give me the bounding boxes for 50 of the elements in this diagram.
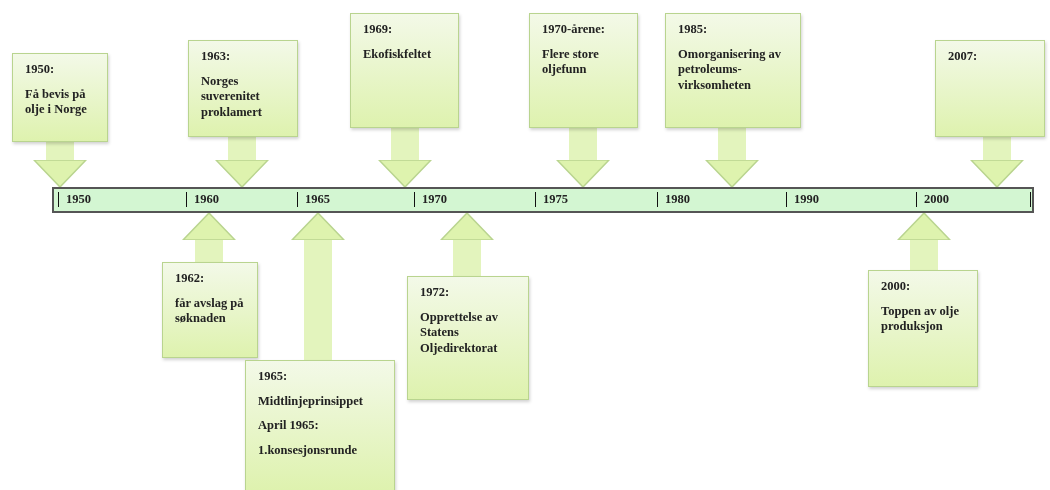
block-arrow — [556, 128, 610, 188]
block-arrow — [970, 137, 1024, 188]
callout-box — [12, 53, 108, 142]
callout-box — [350, 13, 459, 128]
year-heading: 1972: — [420, 285, 451, 301]
tick-label: 1990 — [786, 192, 819, 207]
block-arrow — [33, 142, 87, 188]
year-heading: 1950: — [25, 62, 56, 78]
timeline-bar — [52, 187, 1034, 213]
block-arrow — [897, 212, 951, 270]
tick-label: 1960 — [186, 192, 219, 207]
callout-box — [665, 13, 801, 128]
event-text: Toppen av olje produksjon — [881, 303, 961, 335]
tick-label: 1965 — [297, 192, 330, 207]
callout-box — [162, 262, 258, 358]
block-arrow — [705, 128, 759, 188]
event-text: Omorganisering av petroleums-virksomheten — [678, 46, 783, 94]
callout-box — [407, 276, 529, 400]
event-text: Opprettelse av Statens Oljedirektorat — [420, 309, 499, 357]
callout-box — [245, 360, 395, 490]
tick-label: 1970 — [414, 192, 447, 207]
block-arrow — [182, 212, 236, 262]
event-text: får avslag på søknaden — [175, 295, 245, 327]
year-heading: 2007: — [948, 49, 979, 65]
year-heading: 1970-årene: — [542, 22, 606, 38]
event-text: Norges suverenitet proklamert — [201, 73, 263, 121]
year-heading: 1965: — [258, 369, 289, 385]
year-heading: 1963: — [201, 49, 232, 65]
year-heading: 1985: — [678, 22, 709, 38]
block-arrow — [440, 212, 494, 276]
callout-box — [188, 40, 298, 137]
event-text: Flere store oljefunn — [542, 46, 600, 78]
year-heading: 2000: — [881, 279, 912, 295]
block-arrow — [291, 212, 345, 360]
event-text: Få bevis på olje i Norge — [25, 86, 88, 118]
year-heading: 1969: — [363, 22, 394, 38]
tick-label: 2000 — [916, 192, 949, 207]
tick-label: 1975 — [535, 192, 568, 207]
event-text: Midtlinjeprinsippet — [258, 393, 364, 410]
tick-label: 1980 — [657, 192, 690, 207]
block-arrow — [378, 128, 432, 188]
callout-box — [935, 40, 1045, 137]
callout-box — [868, 270, 978, 387]
callout-box — [529, 13, 638, 128]
event-text: 1.konsesjonsrunde — [258, 442, 358, 459]
event-text: Ekofiskfeltet — [363, 46, 433, 63]
year-heading: April 1965: — [258, 418, 320, 434]
tick-label: 1950 — [58, 192, 91, 207]
block-arrow — [215, 137, 269, 188]
year-heading: 1962: — [175, 271, 206, 287]
